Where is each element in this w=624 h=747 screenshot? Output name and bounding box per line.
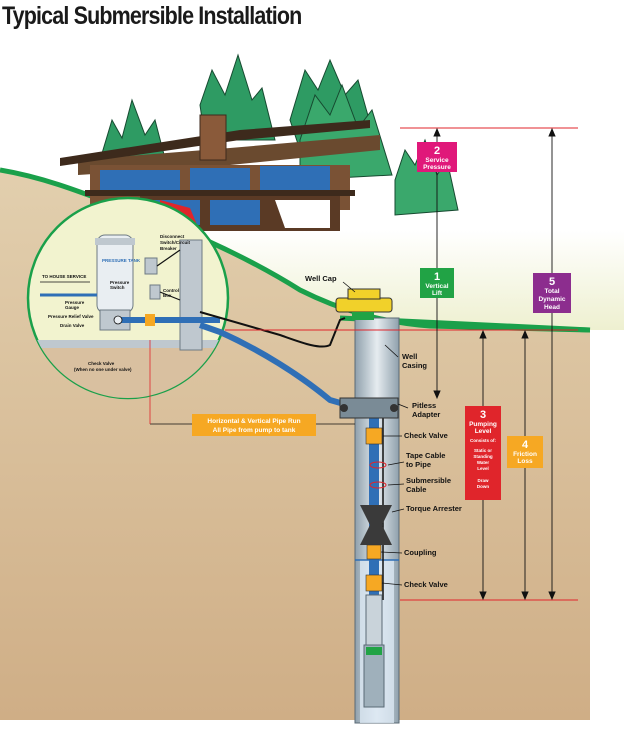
svg-text:Dynamic: Dynamic — [538, 296, 565, 303]
well-casing-label-2: Casing — [402, 361, 427, 370]
inset-pressure-switch-label-1: Pressure — [110, 280, 130, 285]
svg-text:Draw: Draw — [477, 478, 489, 483]
inset-check-valve-label-2: (When no one under valve) — [74, 367, 132, 372]
inset-pressure-gauge-label-2: Gauge — [65, 305, 80, 310]
electric-cable — [199, 311, 346, 348]
pump — [365, 594, 383, 646]
well-casing-label-1: Well — [402, 352, 417, 361]
box-total-dynamic-head: 5 Total Dynamic Head — [533, 273, 571, 313]
svg-text:Head: Head — [544, 304, 560, 311]
svg-text:Level: Level — [477, 466, 489, 471]
tape-cable-label-2: to Pipe — [406, 460, 431, 469]
well-cap-label: Well Cap — [305, 274, 337, 283]
inset-control-box-label-2: Box — [163, 293, 172, 298]
torque-arrester — [360, 505, 392, 545]
inset-pressure-switch-label-2: Switch — [110, 285, 125, 290]
svg-text:Water: Water — [477, 460, 490, 465]
pipe-run-box — [192, 414, 316, 436]
inset-disconnect-label-1: Disconnect — [160, 234, 185, 239]
svg-text:Pressure: Pressure — [423, 164, 451, 171]
inset-pressure-tank-label: PRESSURE TANK — [102, 258, 141, 263]
pitless-adapter-label-2: Adapter — [412, 410, 440, 419]
svg-text:2: 2 — [434, 145, 440, 157]
svg-text:Level: Level — [475, 428, 492, 435]
svg-text:Total: Total — [544, 288, 559, 295]
well-cap — [335, 288, 393, 320]
svg-text:5: 5 — [549, 276, 555, 288]
inset-drain-valve-label: Drain Valve — [60, 323, 85, 328]
svg-text:4: 4 — [522, 439, 529, 451]
svg-text:Lift: Lift — [432, 290, 443, 297]
tape-cable-label-1: Tape Cable — [406, 451, 445, 460]
svg-text:Static or: Static or — [474, 448, 492, 453]
check-valve-top — [365, 427, 383, 445]
box-friction-loss: 4 Friction Loss — [507, 436, 543, 468]
pitless-adapter — [339, 397, 399, 419]
pitless-adapter-label-1: Pitless — [412, 401, 436, 410]
inset-disconnect-label-3: Breaker — [160, 246, 177, 251]
svg-text:1: 1 — [434, 271, 440, 283]
svg-text:Loss: Loss — [517, 458, 533, 465]
coupling-label: Coupling — [404, 548, 437, 557]
pipe-run-line-1: Horizontal & Vertical Pipe Run — [207, 418, 300, 425]
inset-relief-valve-label: Pressure Relief Valve — [48, 314, 94, 319]
svg-text:3: 3 — [480, 409, 486, 421]
check-valve-top-label: Check Valve — [404, 431, 448, 440]
check-valve-bottom — [365, 574, 383, 592]
svg-text:Vertical: Vertical — [425, 283, 448, 290]
svg-text:Friction: Friction — [513, 451, 537, 458]
svg-text:Standing: Standing — [473, 454, 492, 459]
coupling — [366, 544, 382, 560]
svg-text:Service: Service — [425, 157, 449, 164]
motor — [363, 644, 385, 708]
submersible-cable-label-1: Submersible — [406, 476, 451, 485]
torque-arrester-label: Torque Arrester — [406, 504, 462, 513]
svg-text:Down: Down — [477, 484, 489, 489]
inset-control-box-label-1: Control — [163, 288, 179, 293]
page-title: Typical Submersible Installation — [2, 2, 302, 30]
box-vertical-lift: 1 Vertical Lift — [420, 268, 454, 298]
submersible-cable-label-2: Cable — [406, 485, 426, 494]
drop-pipe — [369, 400, 379, 600]
inset-to-house-label: TO HOUSE SERVICE — [42, 274, 86, 279]
box-service-pressure: 2 Service Pressure — [417, 142, 457, 172]
svg-text:Pumping: Pumping — [469, 421, 497, 428]
svg-text:Consists of:: Consists of: — [470, 438, 497, 443]
check-valve-bottom-label: Check Valve — [404, 580, 448, 589]
inset-check-valve-label-1: Check Valve — [88, 361, 115, 366]
inset-detail: TO HOUSE SERVICE PRESSURE TANK Disconnec… — [26, 196, 230, 400]
water-pipe — [199, 322, 359, 411]
pipe-run-line-2: All Pipe from pump to tank — [213, 427, 296, 434]
inset-pressure-gauge-label-1: Pressure — [65, 300, 85, 305]
box-pumping-level: 3 Pumping Level Consists of: Static or S… — [465, 406, 501, 500]
inset-disconnect-label-2: Switch/Circuit — [160, 240, 191, 245]
